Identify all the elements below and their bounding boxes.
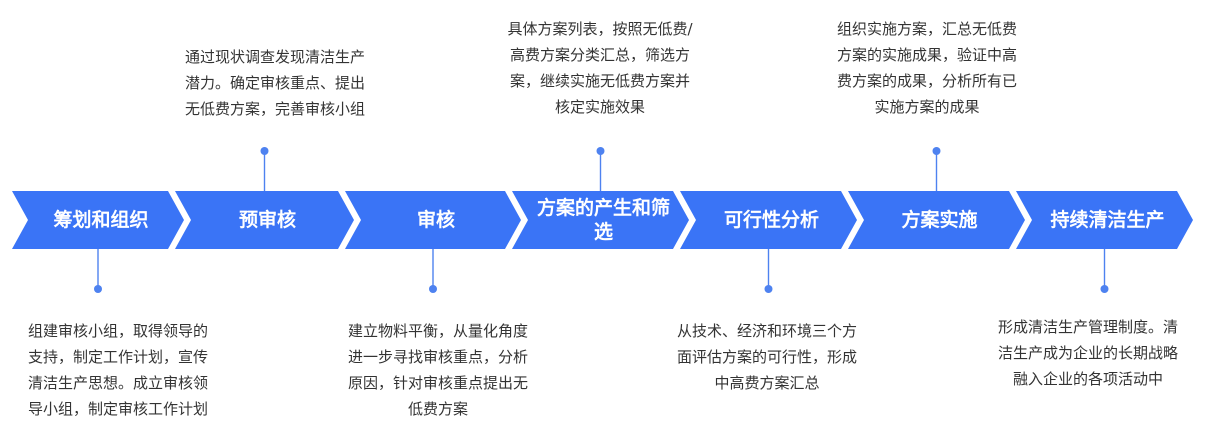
step-label-option-generation: 方案的产生和筛选 [536, 197, 670, 243]
step-label-pre-audit: 预审核 [238, 209, 296, 231]
connector-dot-option-generation [596, 147, 605, 155]
step-description-implementation: 组织实施方案，汇总无低费 方案的实施成果，验证中高 费方案的成果，分析所有已 实… [836, 20, 1017, 116]
connector-dot-implementation [932, 147, 941, 155]
connector-dot-planning [94, 285, 102, 293]
step-arrow-pre-audit [175, 191, 354, 249]
step-arrow-option-generation [512, 191, 689, 249]
step-description-continuous: 形成清洁生产管理制度。清 洁生产成为企业的长期战略 融入企业的各项活动中 [997, 318, 1178, 388]
step-arrow-continuous [1016, 191, 1193, 249]
connector-dot-feasibility [764, 285, 773, 293]
step-arrow-audit [345, 191, 521, 249]
step-label-audit: 审核 [416, 209, 455, 231]
step-label-feasibility: 可行性分析 [723, 209, 819, 231]
step-description-audit: 建立物料平衡，从量化角度 进一步寻找审核重点，分析 原因，针对审核重点提出无 低… [347, 322, 528, 418]
step-description-planning: 组建审核小组，取得领导的 支持，制定工作计划，宣传 清洁生产思想。成立审核领 导… [27, 322, 208, 418]
connector-dot-continuous [1100, 285, 1109, 293]
step-arrow-feasibility [680, 191, 857, 249]
step-arrow-implementation [848, 191, 1025, 249]
step-arrow-planning [12, 191, 184, 249]
step-label-implementation: 方案实施 [901, 209, 978, 231]
step-description-pre-audit: 通过现状调查发现清洁生产 潜力。确定审核重点、提出 无低费方案，完善审核小组 [184, 48, 365, 118]
step-label-planning: 筹划和组织 [53, 209, 149, 231]
step-label-continuous: 持续清洁生产 [1050, 209, 1165, 231]
connector-dot-audit [429, 285, 437, 293]
connector-dot-pre-audit [260, 147, 269, 155]
step-description-option-generation: 具体方案列表，按照无低费/ 高费方案分类汇总，筛选方 案，继续实施无低费方案并 … [507, 20, 693, 116]
step-description-feasibility: 从技术、经济和环境三个方 面评估方案的可行性，形成 中高费方案汇总 [676, 322, 857, 392]
